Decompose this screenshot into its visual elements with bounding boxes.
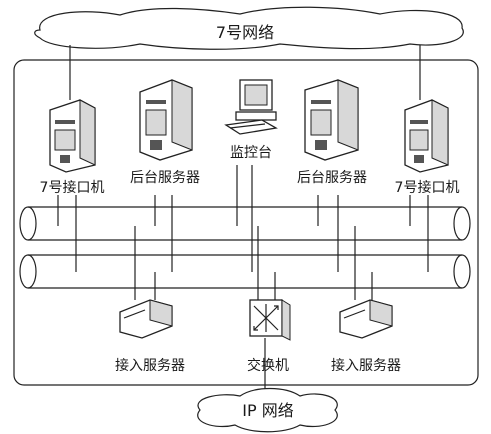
switch-icon [249, 299, 291, 341]
bus-upper [19, 206, 471, 241]
top-network-cloud: 7号网络 [34, 6, 464, 50]
bus-lower [19, 254, 471, 289]
bottom-network-cloud: IP 网络 [197, 387, 338, 433]
interface-right-server-icon [404, 99, 449, 173]
monitor-console-icon [224, 79, 278, 135]
interface-left-label: 7号接口机 [40, 179, 105, 196]
access-left-server-icon [119, 299, 173, 339]
monitor-label: 监控台 [230, 145, 272, 161]
bottom-network-label: IP 网络 [242, 401, 293, 420]
cloud-links [69, 45, 421, 100]
access-left-label: 接入服务器 [115, 357, 185, 374]
access-right-server-icon [339, 299, 393, 339]
backend-left-server-icon [139, 79, 193, 161]
top-network-label: 7号网络 [216, 23, 274, 42]
bus-connectors [57, 165, 429, 398]
access-right-label: 接入服务器 [331, 357, 401, 374]
backend-right-label: 后台服务器 [297, 170, 367, 186]
interface-right-label: 7号接口机 [395, 179, 460, 196]
backend-right-server-icon [304, 79, 359, 161]
switch-label: 交换机 [247, 357, 289, 374]
backend-left-label: 后台服务器 [130, 170, 200, 186]
interface-left-server-icon [49, 99, 96, 173]
system-enclosure [13, 59, 479, 386]
